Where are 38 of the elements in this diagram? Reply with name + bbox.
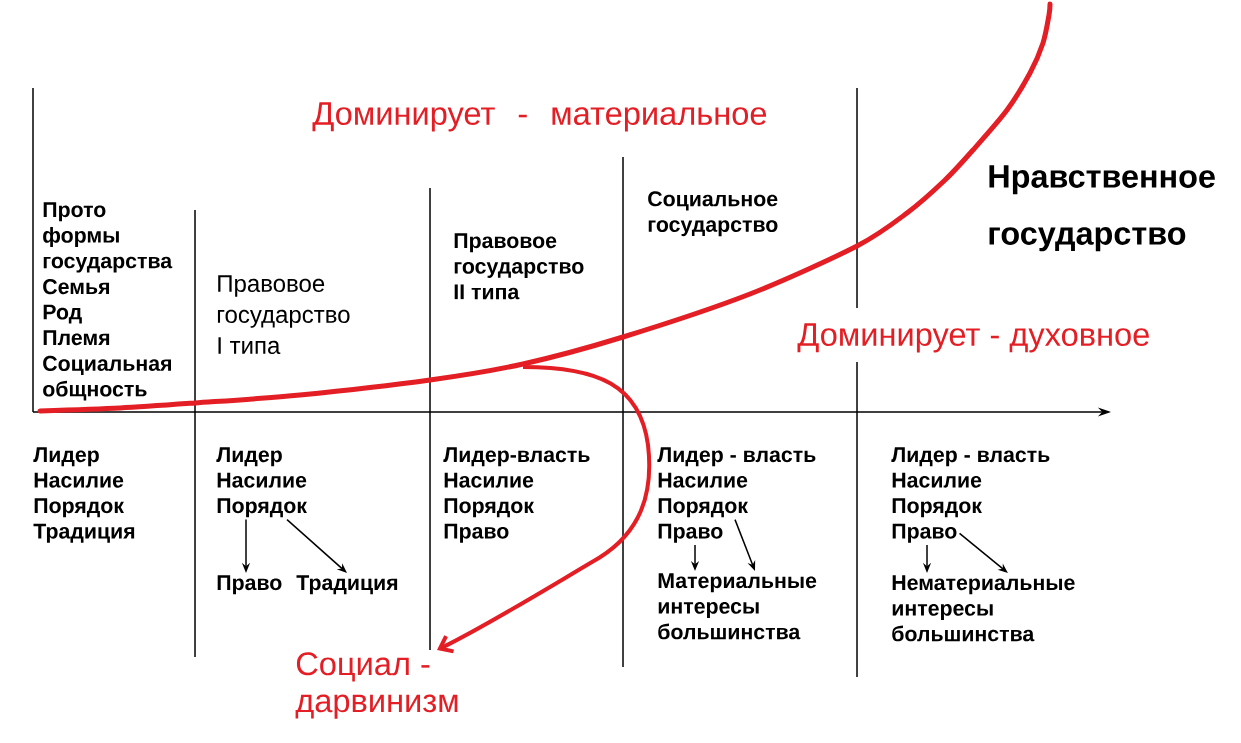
list-item: Социальная общность xyxy=(43,355,171,401)
arrow xyxy=(286,518,347,573)
list-item: Лидер xyxy=(216,447,282,467)
annotation-text: Социал - дарвинизм xyxy=(295,652,458,719)
column-heading: Правовое государство I типа xyxy=(217,275,350,354)
list-item: Право xyxy=(444,523,509,543)
list-item: Порядок xyxy=(444,498,534,518)
annotation-text: Доминирует - духовное xyxy=(797,323,1149,353)
list-item: Насилие xyxy=(658,472,748,488)
list-item: Семья xyxy=(43,279,110,295)
list-item: Нематериальные интересы большинства xyxy=(892,575,1075,642)
list-item: Порядок xyxy=(892,498,982,518)
list-item: Род xyxy=(43,304,82,324)
list-item: Насилие xyxy=(892,472,982,488)
list-item: Материальные интересы большинства xyxy=(658,573,817,640)
list-item: Право xyxy=(892,523,957,543)
column-heading: Правовое государство II типа xyxy=(454,233,584,300)
list-item: Право xyxy=(217,575,282,595)
list-item: Традиция xyxy=(33,523,135,543)
curved-arrow xyxy=(437,365,652,654)
list-item: Насилие xyxy=(444,472,534,488)
list-item: Традиция xyxy=(296,575,398,595)
list-item: Лидер xyxy=(33,447,99,467)
annotation-text: Доминирует - материальное xyxy=(312,102,767,132)
list-item: Порядок xyxy=(217,498,307,518)
list-item: Насилие xyxy=(217,472,307,488)
list-item: Порядок xyxy=(34,498,124,518)
list-item: Порядок xyxy=(658,498,748,518)
list-item: Лидер - власть xyxy=(891,447,1050,467)
list-item: Право xyxy=(658,523,723,543)
column-heading: Социальное государство xyxy=(648,191,778,237)
arrow xyxy=(958,532,1008,573)
list-item: Лидер - власть xyxy=(657,447,816,467)
column-heading: Нравственное государство xyxy=(989,165,1215,252)
column-heading: Прото формы государства xyxy=(43,202,173,273)
list-item: Племя xyxy=(43,330,110,346)
list-item: Насилие xyxy=(34,472,124,488)
list-item: Лидер-власть xyxy=(443,447,590,467)
